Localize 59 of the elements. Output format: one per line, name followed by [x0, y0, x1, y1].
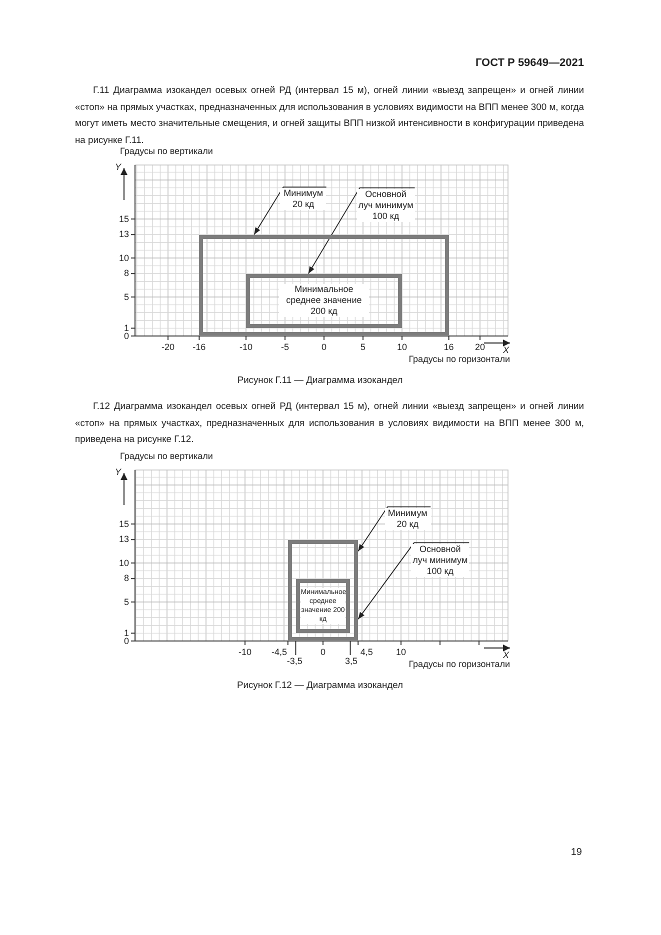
isocandela-contour [246, 274, 402, 328]
paragraph: Г.11 Диаграмма изокандел осевых огней РД (интервал 15 м), огней линии «выезд запрещен» и огней линии «стоп» на прямых участках, предназначенных для использования в условиях видимости на ВПП менее 300 м, когда могут иметь место значительные смещения, и огней защиты ВПП низкой интенсивности в конфигурации приведена на рисунке Г.11. [75, 83, 584, 147]
tick-label: 10 [397, 342, 407, 353]
paragraph: Г.12 Диаграмма изокандел осевых огней РД (интервал 15 м), огней линии «выезд запрещен» и огней линии «стоп» на прямых участках, предназначенных для использования в условиях видимости на ВПП менее 300 м, приведена на рисунке Г.12. [75, 399, 584, 446]
tick-label: 5 [124, 292, 129, 302]
tick-label: 4,5 [360, 647, 373, 658]
tick-label: 5 [124, 596, 129, 608]
isocandela-contour [296, 578, 350, 634]
axis-title: Градусы по вертикали [120, 146, 213, 157]
isocandela-contour [199, 234, 449, 336]
page-number: 19 [570, 846, 582, 859]
axis-title: Градусы по горизонтали [408, 354, 510, 365]
axis-title: Градусы по горизонтали [408, 659, 510, 670]
leader-line [358, 506, 432, 552]
tick-label: 10 [396, 647, 406, 658]
tick-label: 5 [360, 342, 366, 353]
tick-label: -20 [162, 342, 174, 353]
axis-letter: X [503, 650, 510, 661]
tick-label: 13 [118, 229, 129, 240]
document-number: ГОСТ Р 59649—2021 [475, 56, 584, 70]
node-label: Минимум 20 кд [284, 188, 324, 210]
tick-label: 1 [124, 322, 129, 333]
tick-label: 0 [124, 330, 129, 342]
tick-label: -3,5 [286, 656, 302, 667]
tick-label: 1 [124, 628, 129, 638]
node-label: Минимум 20 кд [388, 508, 428, 529]
leader-line [358, 542, 470, 620]
isocandela-contour [288, 540, 358, 641]
axis-letter: X [503, 345, 510, 356]
tick-label: 20 [475, 342, 485, 353]
figure-caption: Рисунок Г.12 — Диаграмма изокандел [236, 679, 404, 692]
tick-label: 15 [118, 214, 129, 224]
tick-label: 0 [124, 636, 129, 646]
tick-label: 0 [322, 342, 326, 353]
callout-label: Минимум 20 кд [384, 508, 431, 530]
tick-label: 13 [118, 534, 129, 546]
tick-label: -10 [240, 342, 252, 353]
axis-title: Градусы по вертикали [120, 451, 213, 462]
tick-label: 0 [320, 647, 326, 658]
axis-letter: Y [115, 467, 122, 478]
tick-label: 16 [444, 342, 454, 353]
callout-label: Основной луч минимум 100 кд [411, 544, 470, 577]
tick-label: -4,5 [272, 647, 288, 658]
tick-label: 8 [124, 268, 129, 280]
tick-label: 10 [118, 558, 129, 568]
callout-label: Основной луч минимум 100 кд [356, 188, 415, 222]
tick-label: 15 [118, 518, 129, 530]
leader-line [254, 186, 327, 236]
axis-letter: Y [115, 162, 122, 173]
tick-label: 3,5 [345, 656, 358, 667]
leader-line [308, 187, 416, 274]
figure-caption: Рисунок Г.11 — Диаграмма изокандел [237, 374, 403, 386]
tick-label: 8 [124, 573, 129, 584]
contour-label: Минимальное среднее значение 200 кд [278, 284, 369, 318]
tick-label: -16 [192, 342, 206, 353]
tick-label: -5 [281, 342, 289, 353]
tick-label: 10 [118, 252, 129, 264]
tick-label: -10 [238, 647, 252, 658]
callout-label: Минимум 20 кд [280, 188, 326, 210]
